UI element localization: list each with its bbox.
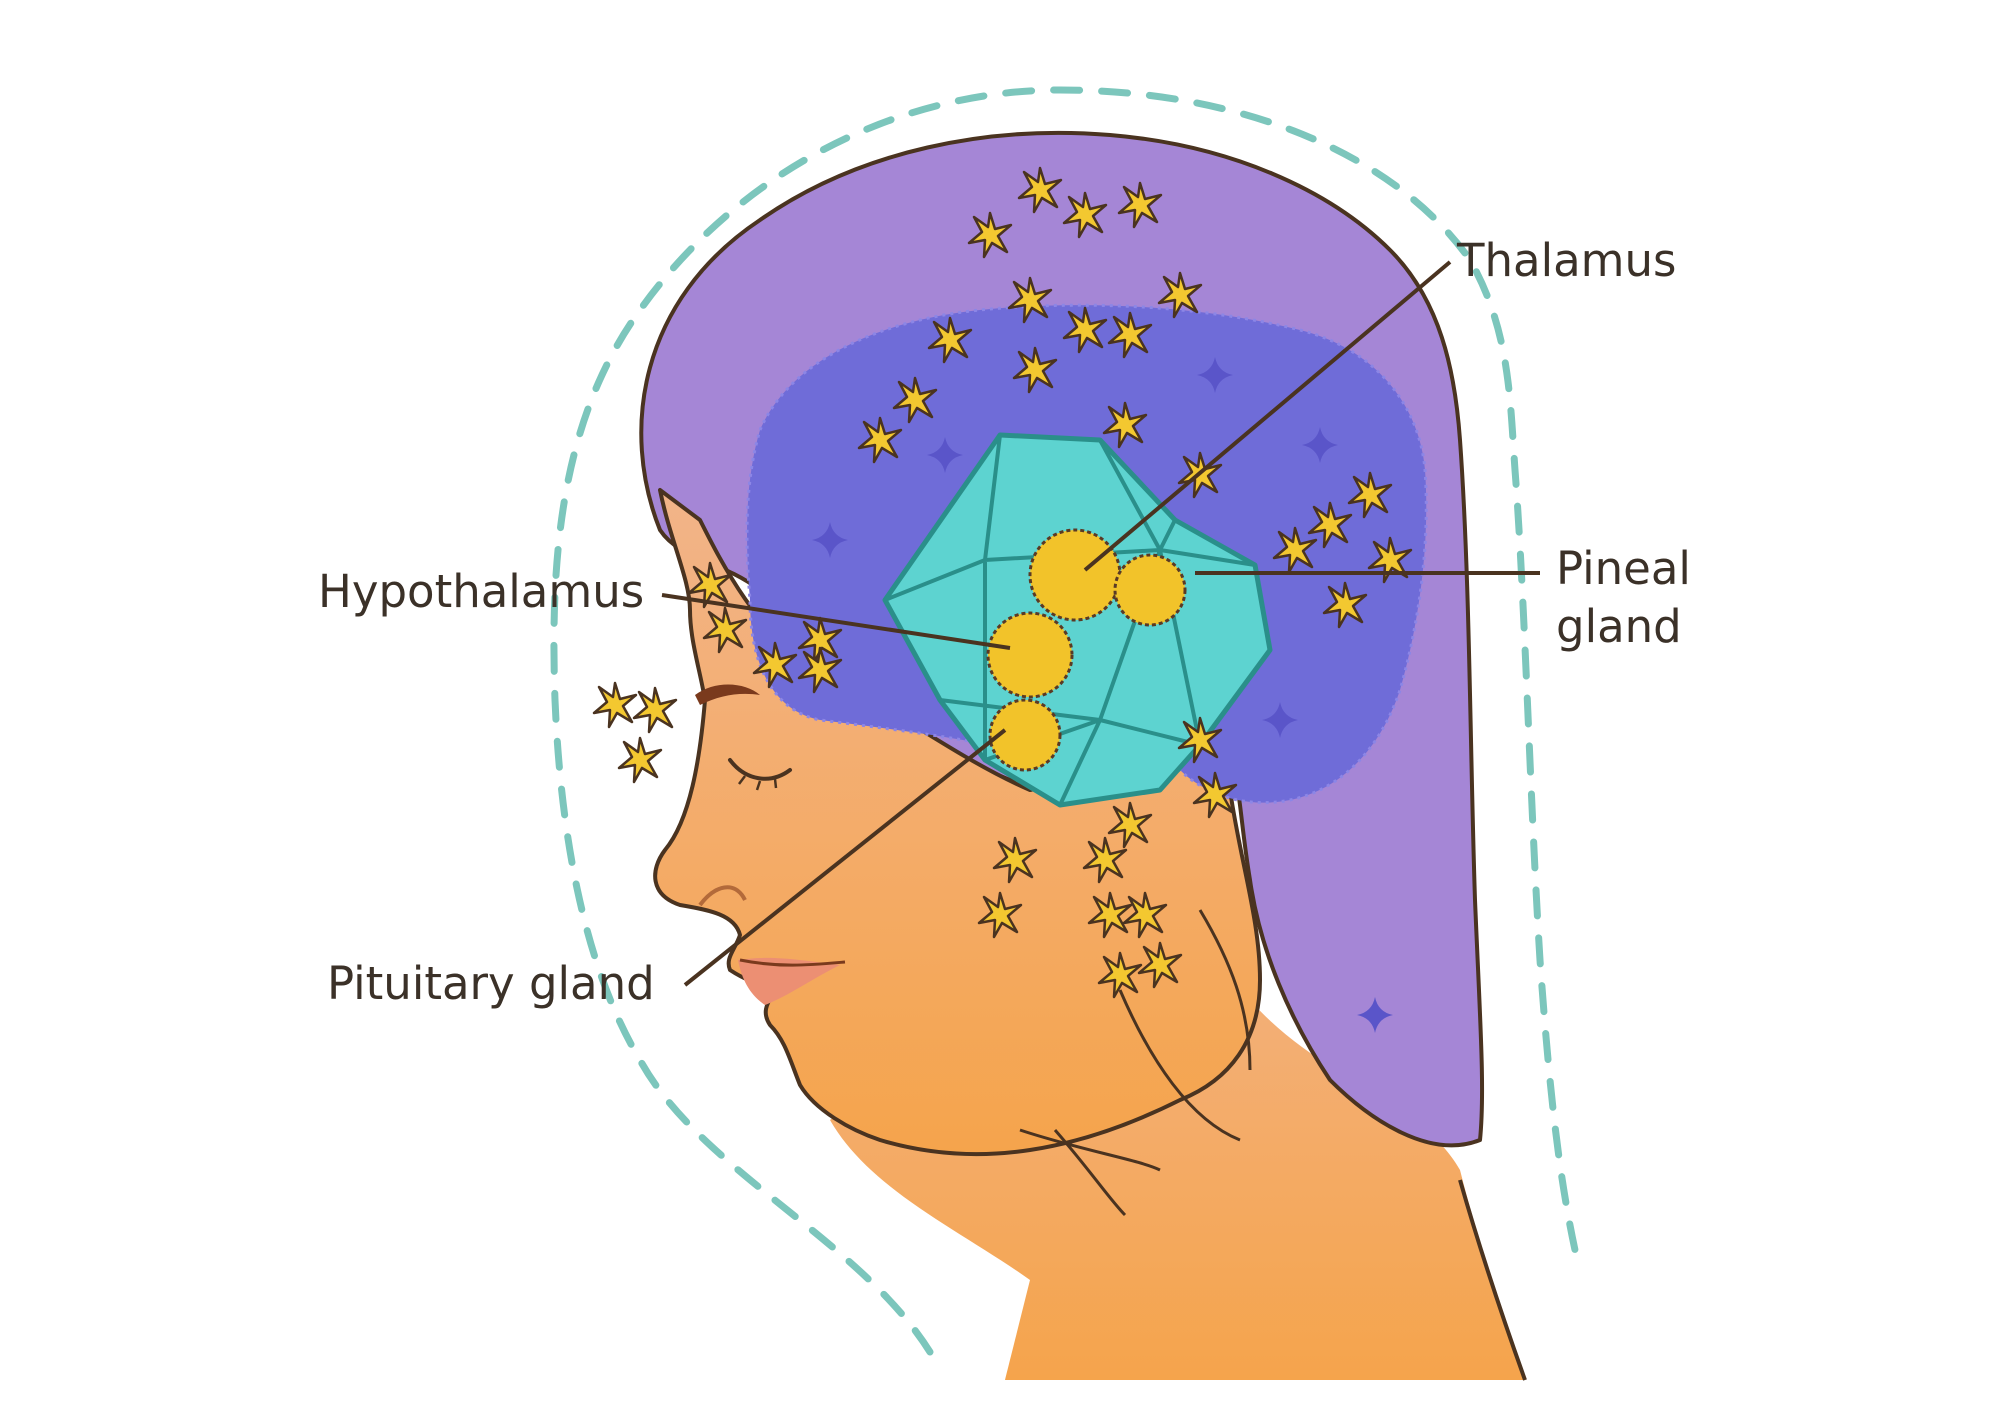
label-pineal-line2: gland [1556,600,1682,653]
neck-line [1198,909,1252,1071]
eyelash [738,775,778,791]
pituitary-leader-line [683,728,1007,987]
glands [986,528,1187,772]
label-thalamus: Thalamus [1457,234,1677,287]
neck-line [1118,989,1241,1142]
label-pineal-gland: Pineal gland [1556,540,1691,656]
thalamus-leader-line [1083,260,1452,572]
pituitary-gland-shape [988,698,1062,772]
lips [738,957,840,1005]
aura-outline [550,86,1579,1356]
label-pituitary-gland: Pituitary gland [327,957,655,1010]
hypothalamus-gland [986,611,1074,699]
thalamus-gland [1028,528,1122,622]
pineal-gland-shape [1113,553,1187,627]
closed-eye [728,758,792,781]
hypothalamus-leader-line [661,593,1011,650]
mouth-line [739,958,846,967]
eyebrow [695,684,760,705]
neck [830,840,1525,1380]
neck-line [1053,1129,1127,1217]
label-hypothalamus: Hypothalamus [318,565,645,618]
neck-line [1019,1128,1161,1172]
label-pineal-line1: Pineal [1556,542,1691,595]
neck-line [1458,1179,1527,1381]
nostril [698,885,747,907]
